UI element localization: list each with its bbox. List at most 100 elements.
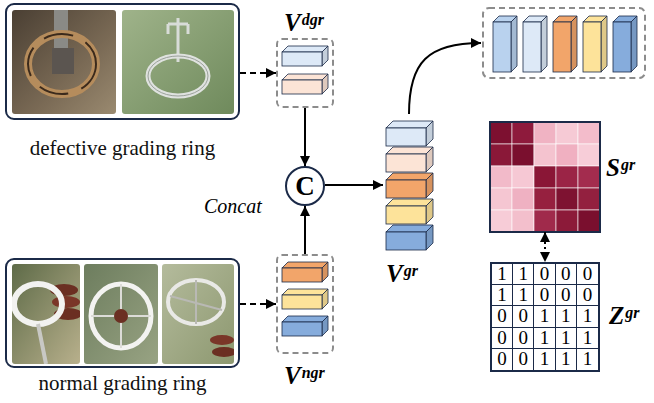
image-panel: normal grading ring [5, 258, 240, 368]
connector-arrow [325, 184, 383, 186]
heatmap-border [490, 122, 600, 232]
matrix-value: 1 [561, 328, 571, 348]
heatmap-cell [578, 210, 600, 232]
bar-top [282, 74, 328, 80]
variable-symbol: S [606, 154, 620, 181]
bar-side [511, 16, 517, 72]
heatmap-cell [556, 188, 578, 210]
feature-bar [493, 16, 517, 72]
matrix-value: 0 [519, 328, 529, 348]
variable-label: Vgr [386, 256, 418, 292]
bar-front [613, 22, 631, 72]
insulator-shed [52, 296, 80, 308]
connector-arrow [304, 108, 306, 166]
heatmap-cell [512, 122, 534, 144]
photo-ground [12, 10, 116, 114]
feature-bar [282, 289, 328, 309]
matrix-value: 1 [561, 306, 571, 326]
feature-bar [523, 16, 547, 72]
variable-label: Zgr [609, 298, 640, 334]
bar-front [386, 128, 426, 146]
bar-front [523, 22, 541, 72]
matrix-value: 1 [583, 328, 593, 348]
insulator-shed [210, 335, 234, 345]
bar-front [553, 22, 571, 72]
bar-side [426, 225, 433, 250]
matrix-value: 1 [583, 306, 593, 326]
feature-bar [386, 199, 433, 224]
insulator-shed [212, 347, 234, 357]
feature-bar [613, 16, 637, 72]
matrix-value: 0 [561, 285, 571, 305]
operation-label: Concat [204, 194, 262, 218]
variable-label: Vngr [284, 358, 325, 394]
matrix-cell: 1 [534, 328, 555, 349]
heatmap-cell [556, 144, 578, 166]
heatmap-cell [578, 144, 600, 166]
matrix-value: 0 [540, 285, 550, 305]
concat-circle: C [285, 166, 325, 206]
ring-shape [168, 280, 224, 324]
bar-front [282, 52, 322, 66]
matrix-cell: 1 [577, 349, 598, 370]
feature-bar [553, 16, 577, 72]
ring-shape [148, 56, 208, 96]
photo-defective-2 [122, 10, 234, 114]
bar-side [571, 16, 577, 72]
photo-normal-1 [12, 264, 80, 364]
bar-front [282, 268, 322, 282]
connector-arrow [240, 72, 276, 74]
feature-bar [282, 46, 328, 66]
bar-side [426, 173, 433, 198]
heatmap-cell [534, 210, 556, 232]
matrix-cell: 0 [513, 306, 534, 327]
matrix-cell: 1 [556, 306, 577, 327]
heatmap-cell [578, 188, 600, 210]
matrix-value: 0 [583, 264, 593, 284]
ring-shape [14, 284, 62, 324]
matrix-value: 0 [519, 349, 529, 369]
feature-bar [282, 262, 328, 282]
bar-front [386, 154, 426, 172]
label-matrix: Zgr1100011000001110011100111 [490, 262, 600, 372]
matrix-cell: 0 [577, 264, 598, 285]
matrix-value: 1 [519, 285, 529, 305]
matrix-cell: 0 [513, 328, 534, 349]
bar-side [426, 147, 433, 172]
heatmap-cell [534, 144, 556, 166]
matrix-cell: 1 [577, 328, 598, 349]
photo-normal-3 [162, 264, 234, 364]
ring-edge [148, 56, 208, 96]
bar-side [322, 316, 328, 336]
bar-side [426, 121, 433, 146]
heatmap-cell [578, 166, 600, 188]
matrix-value: 0 [497, 328, 507, 348]
matrix-value: 0 [497, 306, 507, 326]
bar-front [386, 180, 426, 198]
heatmap-cell [512, 188, 534, 210]
feature-bar [386, 225, 433, 250]
bar-front [282, 80, 322, 94]
connector-arrow [544, 232, 546, 262]
variable-symbol: Z [609, 302, 624, 329]
photo-ground [122, 10, 234, 114]
matrix-cell: 1 [513, 264, 534, 285]
bar-side [322, 262, 328, 282]
variable-symbol: V [284, 9, 301, 36]
ring-stem [38, 324, 46, 364]
bar-side [541, 16, 547, 72]
variable-label: Sgr [606, 150, 635, 186]
heatmap-cell [556, 122, 578, 144]
matrix-value: 1 [519, 264, 529, 284]
heatmap-cell [512, 166, 534, 188]
matrix-cell: 0 [492, 306, 513, 327]
bar-top [282, 316, 328, 322]
matrix-value: 0 [561, 264, 571, 284]
clamp-shape [52, 48, 74, 74]
matrix-value: 1 [561, 349, 571, 369]
bar-front [386, 206, 426, 224]
feature-bar [583, 16, 607, 72]
matrix-cell: 1 [534, 306, 555, 327]
curved-arrow [409, 43, 481, 114]
